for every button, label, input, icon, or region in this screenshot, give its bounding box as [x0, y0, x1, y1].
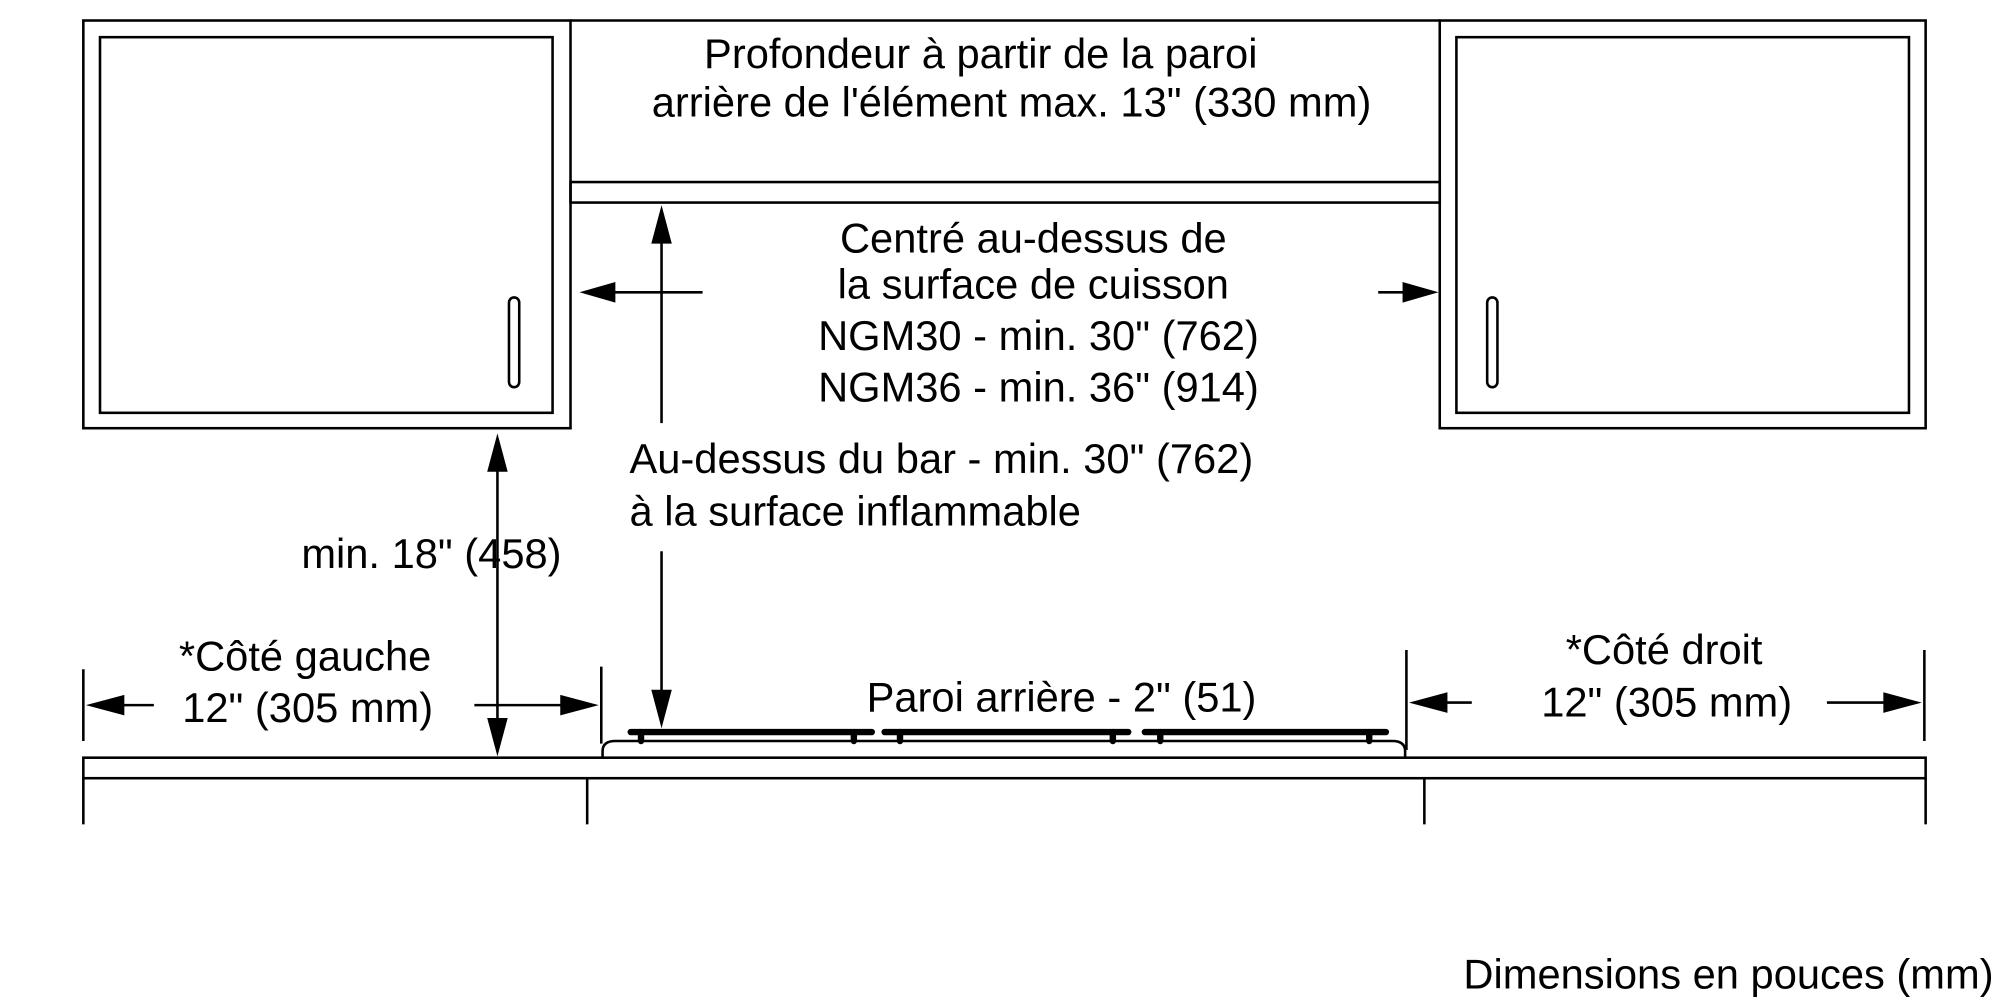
min-height-arrow: [487, 433, 508, 757]
right-cabinet-handle: [1485, 296, 1499, 389]
right-side-label-line2: 12" (305 mm): [1541, 679, 1792, 726]
hood-depth-label-line1: Profondeur à partir de la paroi: [704, 30, 1257, 77]
countertop: [82, 756, 1927, 825]
left-side-label-line2: 12" (305 mm): [182, 684, 433, 731]
centered-width-arrows: [579, 282, 1439, 303]
left-upper-cabinet: [82, 19, 572, 430]
centered-label-line3: NGM30 - min. 30" (762): [818, 312, 1259, 359]
right-side-label-line1: *Côté droit: [1566, 626, 1763, 673]
above-bar-height-arrow: [651, 205, 672, 729]
left-side-dimension: [82, 666, 603, 744]
cooktop: [601, 728, 1407, 758]
right-upper-cabinet: [1438, 19, 1927, 430]
hood-depth-label-line2: arrière de l'élément max. 13" (330 mm): [652, 79, 1372, 126]
min-height-label: min. 18" (458): [301, 530, 561, 577]
centered-label-line2: la surface de cuisson: [838, 261, 1229, 308]
left-cabinet-handle: [507, 296, 521, 389]
left-side-label-line1: *Côté gauche: [179, 633, 431, 680]
units-note: Dimensions en pouces (mm): [1463, 950, 1993, 997]
centered-label-line1: Centré au-dessus de: [840, 215, 1227, 262]
right-side-dimension: [1405, 650, 1926, 751]
above-bar-label-line2: à la surface inflammable: [629, 488, 1080, 535]
above-bar-label-line1: Au-dessus du bar - min. 30" (762): [629, 435, 1253, 482]
cooktop-grates: [627, 728, 1390, 745]
centered-label-line4: NGM36 - min. 36" (914): [818, 363, 1259, 410]
back-wall-label: Paroi arrière - 2" (51): [867, 674, 1257, 721]
